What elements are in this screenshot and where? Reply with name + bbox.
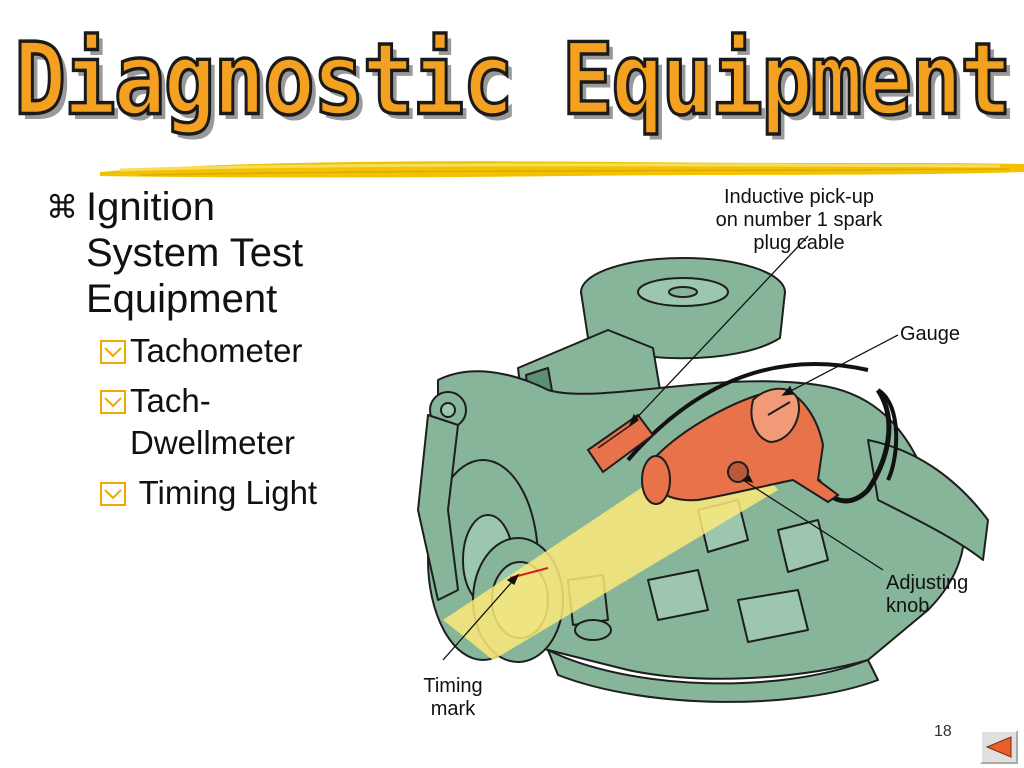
label-line: Timing (423, 675, 483, 697)
label-line: knob (886, 595, 930, 617)
gauge-face (750, 387, 800, 444)
adjusting-knob (727, 461, 749, 483)
bullet-line: Equipment (86, 277, 278, 321)
checkbox-icon (100, 482, 126, 506)
sub-bullet-line: Timing Light (130, 474, 318, 511)
sub-bullet-tachometer: Tachometer (44, 330, 384, 372)
sub-bullet-timing-light: Timing Light (44, 472, 384, 514)
bullet-ignition-system: ⌘ Ignition System Test Equipment (44, 184, 384, 322)
label-line: mark (430, 698, 476, 720)
checkbox-icon (100, 340, 126, 364)
sub-bullet-line: Dwellmeter (130, 424, 296, 461)
timing-light-lens (641, 455, 671, 505)
sub-bullet-line: Tachometer (130, 332, 303, 369)
label-line: Adjusting (886, 572, 969, 594)
slide-title: Diagnostic Equipment (13, 21, 1014, 139)
label-gauge: Gauge (900, 323, 980, 346)
label-adjusting-knob: Adjusting knob (886, 572, 996, 618)
label-line: on number 1 spark (715, 209, 883, 231)
sub-bullet-list: Tachometer Tach- Dwellmeter Timing Light (44, 330, 384, 514)
engine-timing-light-illustration (417, 235, 989, 703)
pickup-cable (626, 362, 869, 462)
bullet-line: Ignition (86, 185, 215, 229)
inductive-pickup-clamp (586, 413, 655, 474)
title-underline-brush (100, 161, 1024, 178)
label-inductive-pickup: Inductive pick-up on number 1 spark plug… (690, 186, 908, 255)
label-line: Inductive pick-up (723, 186, 875, 208)
checkbox-icon (100, 390, 126, 414)
label-timing-mark: Timing mark (408, 675, 498, 721)
sub-bullet-line: Tach- (130, 382, 211, 419)
page-number: 18 (934, 723, 952, 740)
previous-slide-icon (985, 736, 1012, 758)
sub-bullet-tach-dwellmeter: Tach- Dwellmeter (44, 380, 384, 464)
bullet-line: System Test (86, 231, 304, 275)
bullet-list: ⌘ Ignition System Test Equipment Tachome… (44, 184, 384, 522)
label-line: Gauge (900, 323, 961, 345)
command-key-icon: ⌘ (46, 189, 78, 225)
label-line: plug cable (753, 232, 845, 254)
previous-slide-button[interactable] (980, 730, 1018, 764)
